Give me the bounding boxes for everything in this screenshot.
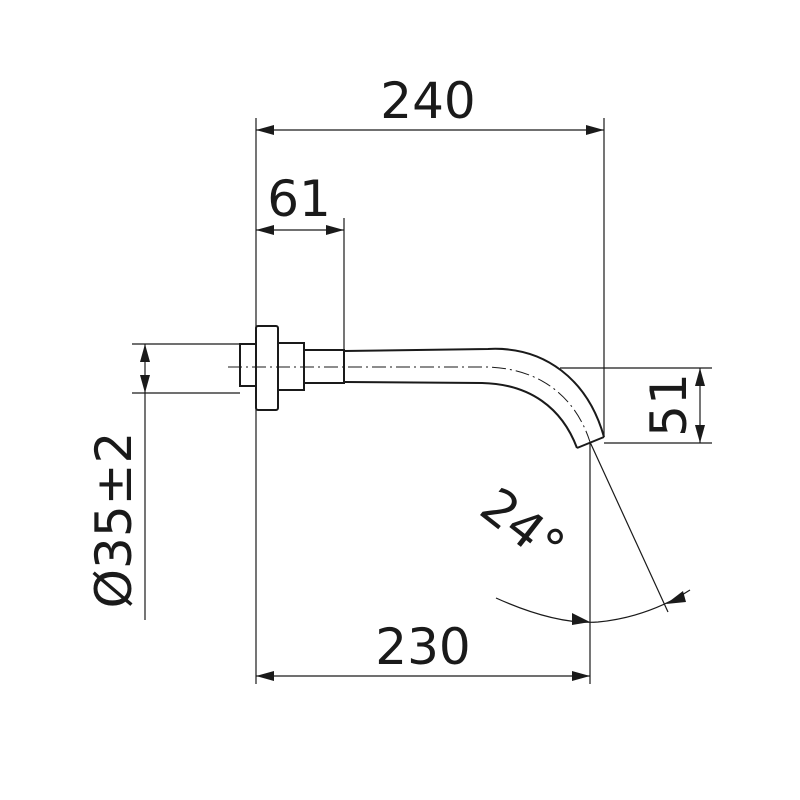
arrowhead-left-61 xyxy=(256,225,274,235)
dimension-angle: 24° xyxy=(470,441,691,684)
arrowhead-right-230 xyxy=(572,671,590,681)
arrowhead-bottom-diameter xyxy=(140,375,150,393)
label-230: 230 xyxy=(375,618,470,676)
label-51: 51 xyxy=(640,373,698,437)
angle-arc xyxy=(495,589,691,623)
dimension-240: 240 xyxy=(255,72,605,684)
spout-part xyxy=(228,325,605,449)
outlet-axis-line xyxy=(589,441,669,613)
label-diameter: Ø35±2 xyxy=(85,432,143,609)
arrowhead-top-diameter xyxy=(140,344,150,362)
wall-flange xyxy=(255,325,279,411)
spout-inner-edge xyxy=(343,381,578,449)
arrowhead-bottom-51 xyxy=(695,425,705,443)
label-angle: 24° xyxy=(470,476,576,576)
dimension-230: 230 xyxy=(256,618,590,681)
dimension-61: 61 xyxy=(256,170,345,352)
arrowhead-right-angle xyxy=(666,591,686,604)
dimension-diameter: Ø35±2 xyxy=(85,343,240,620)
spout-outer-edge xyxy=(343,347,605,438)
arrowhead-right-240 xyxy=(586,125,604,135)
arrowhead-left-240 xyxy=(256,125,274,135)
arrowhead-right-61 xyxy=(326,225,344,235)
label-240: 240 xyxy=(380,72,475,130)
dimension-51: 51 xyxy=(560,367,712,444)
label-61: 61 xyxy=(267,170,331,228)
arrowhead-left-230 xyxy=(256,671,274,681)
spout-centerline xyxy=(228,366,591,443)
arrowhead-top-51 xyxy=(695,368,705,386)
rear-stub xyxy=(239,343,257,387)
arrowhead-left-angle xyxy=(572,613,590,625)
